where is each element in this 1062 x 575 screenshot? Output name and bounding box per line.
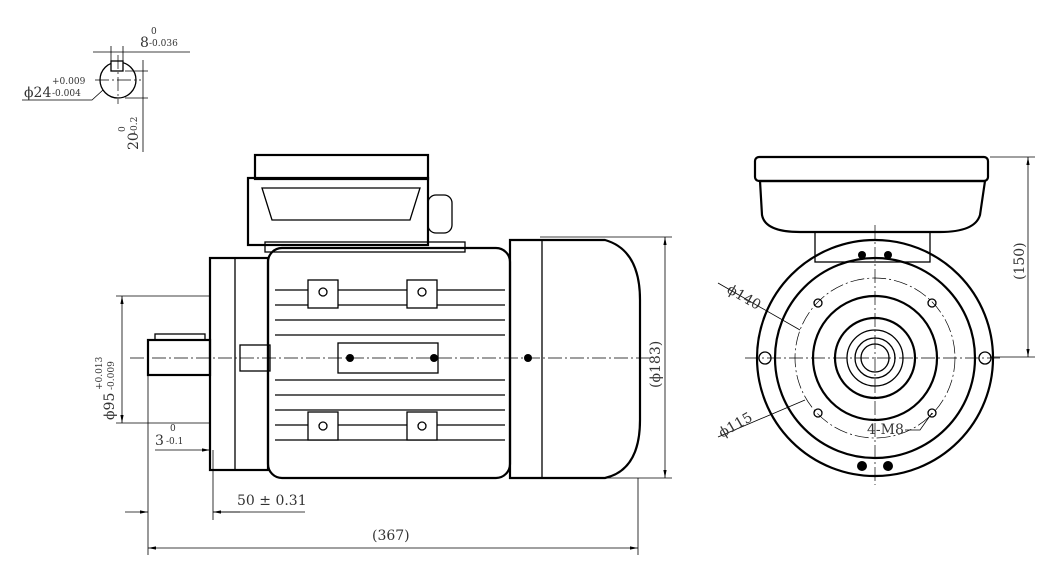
shaft-length-label: 50 ± 0.31 (237, 493, 307, 509)
key-height-upper-tol: 0 (118, 126, 128, 132)
shaft (146, 338, 212, 377)
spigot-depth-upper-tol: 0 (170, 424, 176, 434)
spigot-lower-tol: -0.009 (107, 361, 117, 390)
key-height-label: 20 (126, 132, 142, 150)
key-height-lower-tol: -0.2 (130, 117, 140, 134)
side-view: ϕ95 +0.013 -0.009 3 0 -0.1 50 ± 0.31 (36… (95, 153, 672, 555)
terminal-box-lid (253, 153, 430, 181)
overall-height-label: (ϕ183) (648, 341, 664, 388)
spigot-depth-label: 3 (155, 433, 164, 449)
end-view: ϕ140 ϕ115 4-M8 (150) (716, 155, 1035, 485)
spigot-upper-tol: +0.013 (95, 356, 105, 390)
end-terminal-box-lid (753, 155, 990, 183)
shaft-diameter-label: ϕ24 (24, 85, 51, 101)
spigot-end-label: ϕ115 (716, 409, 755, 441)
fan-cover (508, 238, 642, 480)
key-width-upper-tol: 0 (151, 27, 157, 37)
pcd-label: ϕ140 (724, 282, 763, 314)
spigot-depth-lower-tol: -0.1 (166, 437, 183, 447)
end-height-label: (150) (1012, 242, 1028, 280)
flange (208, 256, 270, 472)
shaft-section-detail: 8 0 -0.036 ϕ24 +0.009 -0.004 20 0 -0.2 (22, 27, 190, 152)
key-width-label: 8 (140, 35, 149, 51)
key-width-lower-tol: -0.036 (149, 39, 178, 49)
mounting-holes-label: 4-M8 (867, 422, 904, 438)
spigot-diameter-label: ϕ95 (102, 393, 118, 420)
shaft-diameter-lower-tol: -0.004 (52, 89, 81, 99)
overall-length-label: (367) (372, 528, 410, 544)
shaft-diameter-upper-tol: +0.009 (52, 77, 86, 87)
cable-gland (427, 194, 453, 234)
